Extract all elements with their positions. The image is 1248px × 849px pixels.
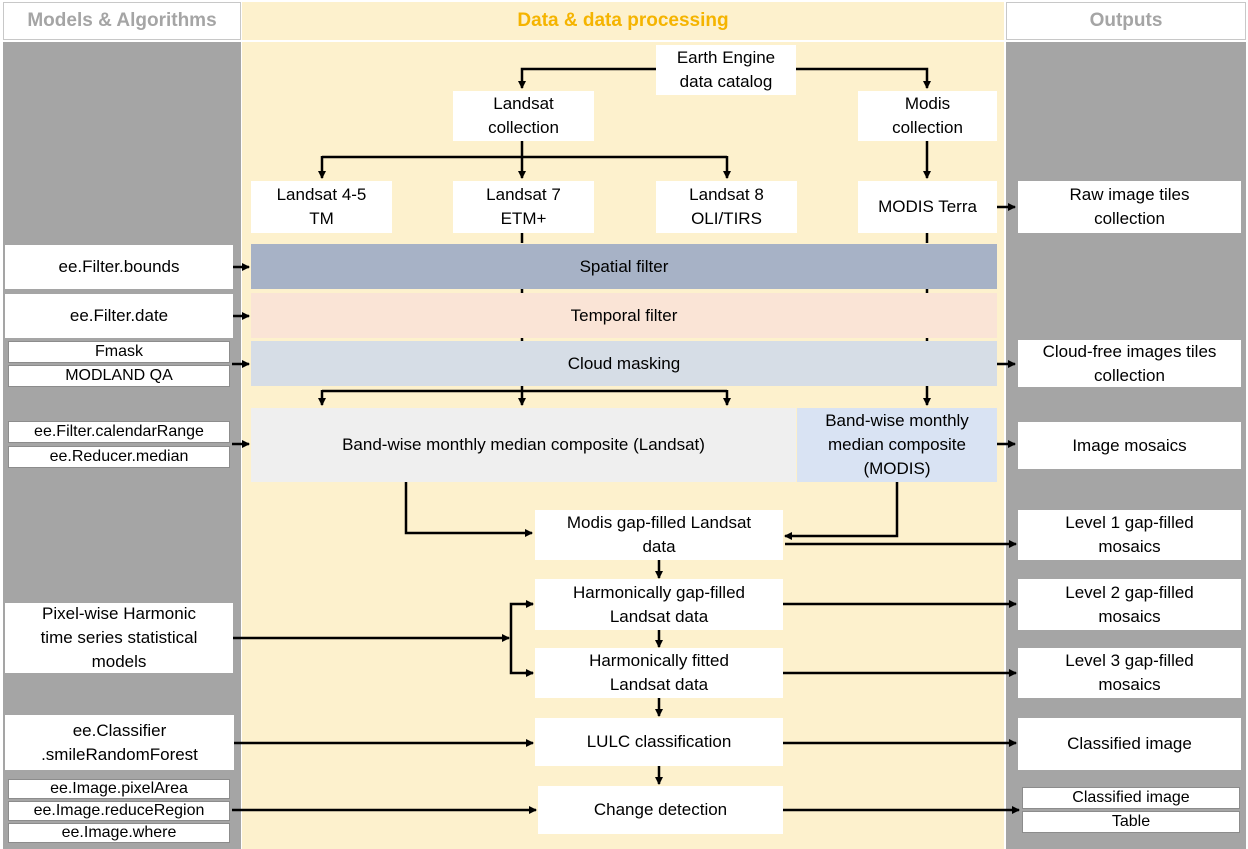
data-processing-header: Data & data processing: [242, 2, 1004, 40]
pixel-area-model: ee.Image.pixelArea: [8, 779, 230, 799]
harmonic-models-model: Pixel-wise Harmonic time series statisti…: [5, 603, 233, 673]
change-detection-node: Change detection: [538, 786, 783, 834]
reducer-median-model: ee.Reducer.median: [8, 446, 230, 468]
modis-composite-band: Band-wise monthly median composite (MODI…: [797, 408, 997, 482]
table-output: Table: [1022, 811, 1240, 833]
classifier-model: ee.Classifier .smileRandomForest: [5, 715, 234, 770]
harmonic-gap-filled-node: Harmonically gap-filled Landsat data: [535, 579, 783, 630]
image-where-model: ee.Image.where: [8, 823, 230, 843]
modis-collection-node: Modis collection: [858, 91, 997, 141]
cloud-free-output: Cloud-free images tiles collection: [1018, 340, 1241, 387]
filter-date-model: ee.Filter.date: [5, 294, 233, 338]
classified-image-output: Classified image: [1018, 718, 1241, 770]
outputs-header: Outputs: [1006, 2, 1246, 40]
level3-output: Level 3 gap-filled mosaics: [1018, 648, 1241, 698]
filter-bounds-model: ee.Filter.bounds: [5, 245, 233, 289]
spatial-filter-band: Spatial filter: [251, 244, 997, 289]
modland-qa-model: MODLAND QA: [8, 365, 230, 387]
modis-terra-node: MODIS Terra: [858, 181, 997, 233]
harmonic-fitted-node: Harmonically fitted Landsat data: [535, 648, 783, 698]
temporal-filter-band: Temporal filter: [251, 293, 997, 338]
fmask-model: Fmask: [8, 341, 230, 363]
reduce-region-model: ee.Image.reduceRegion: [8, 801, 230, 821]
classified-image-output-2: Classified image: [1022, 787, 1240, 809]
image-mosaics-output: Image mosaics: [1018, 422, 1241, 469]
landsat-collection-node: Landsat collection: [453, 91, 594, 141]
landsat-4-5-node: Landsat 4-5 TM: [251, 181, 392, 233]
level1-output: Level 1 gap-filled mosaics: [1018, 510, 1241, 560]
landsat-7-node: Landsat 7 ETM+: [453, 181, 594, 233]
earth-engine-catalog-node: Earth Engine data catalog: [656, 45, 796, 95]
cloud-masking-band: Cloud masking: [251, 341, 997, 386]
calendar-range-model: ee.Filter.calendarRange: [8, 421, 230, 443]
level2-output: Level 2 gap-filled mosaics: [1018, 579, 1241, 630]
landsat-8-node: Landsat 8 OLI/TIRS: [656, 181, 797, 233]
modis-gap-filled-node: Modis gap-filled Landsat data: [535, 510, 783, 560]
lulc-classification-node: LULC classification: [535, 718, 783, 766]
models-column: [3, 42, 241, 849]
landsat-composite-band: Band-wise monthly median composite (Land…: [251, 408, 796, 482]
models-header: Models & Algorithms: [3, 2, 241, 40]
raw-tiles-output: Raw image tiles collection: [1018, 181, 1241, 233]
